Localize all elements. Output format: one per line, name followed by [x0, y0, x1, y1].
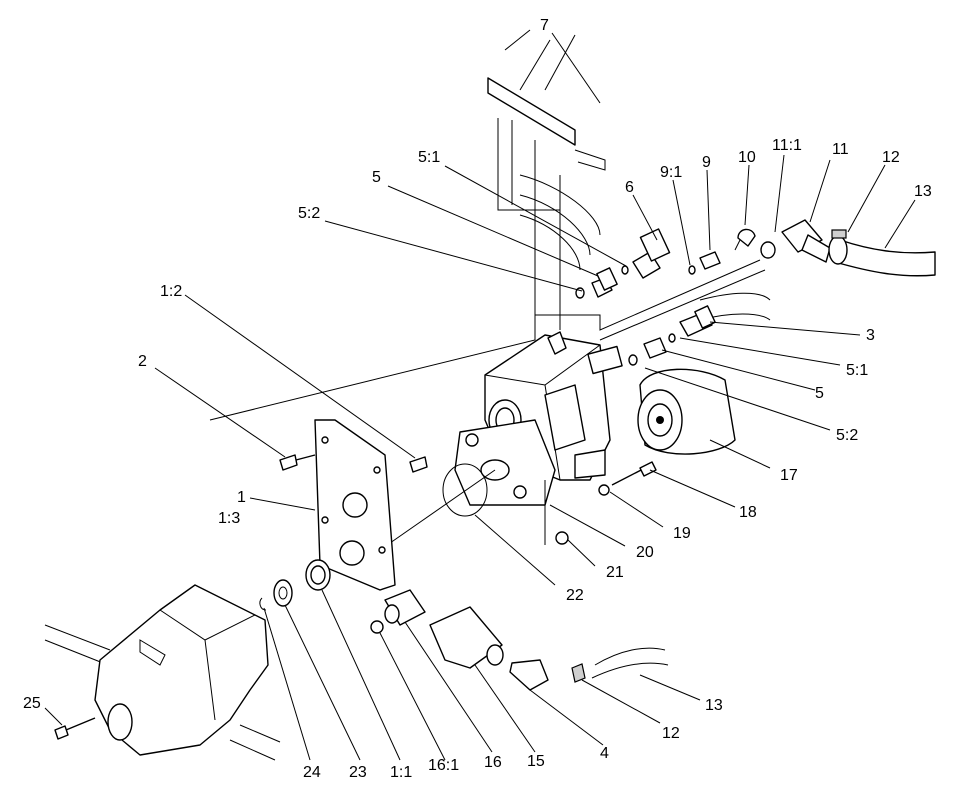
- fitting-5-adapter: [591, 267, 618, 298]
- bolt-18: [611, 461, 657, 486]
- callout-22: 22: [566, 587, 584, 604]
- fitting-5-right: [643, 337, 667, 359]
- callout-3: 3: [866, 327, 875, 344]
- cap-10: [734, 228, 756, 251]
- callout-13-upper: 13: [914, 183, 932, 200]
- callout-17: 17: [780, 467, 798, 484]
- callout-5-right: 5: [815, 385, 824, 402]
- callout-7: 7: [540, 17, 549, 34]
- callout-5-2-upper: 5:2: [298, 205, 320, 222]
- lower-hose: [591, 647, 669, 679]
- clamp-12-upper: [828, 229, 848, 265]
- filter-switch-15: [429, 606, 504, 669]
- callout-2: 2: [138, 353, 147, 370]
- nut-21: [555, 531, 569, 545]
- upper-hose: [834, 239, 936, 277]
- callout-5-2-right: 5:2: [836, 427, 858, 444]
- callout-21: 21: [606, 564, 624, 581]
- callout-13-lower: 13: [705, 697, 723, 714]
- callout-18: 18: [739, 504, 757, 521]
- callout-16: 16: [484, 754, 502, 771]
- callout-20: 20: [636, 544, 654, 561]
- fitting-3: [679, 305, 716, 337]
- callout-15: 15: [527, 753, 545, 770]
- callout-1-1: 1:1: [390, 764, 412, 781]
- clip-24: [259, 597, 267, 611]
- callout-5-1-right: 5:1: [846, 362, 868, 379]
- callout-12-lower: 12: [662, 725, 680, 742]
- callout-12-upper: 12: [882, 149, 900, 166]
- callout-1-3: 1:3: [218, 510, 240, 527]
- coupler-1-1: [305, 559, 331, 591]
- callout-1: 1: [237, 489, 246, 506]
- callout-24: 24: [303, 764, 321, 781]
- callout-25: 25: [23, 695, 41, 712]
- callout-6: 6: [625, 179, 634, 196]
- callout-23: 23: [349, 764, 367, 781]
- fitting-11-oring: [760, 241, 776, 259]
- transaxle: [44, 584, 281, 761]
- clamp-12-lower: [571, 663, 586, 683]
- callout-16-1: 16:1: [428, 757, 459, 774]
- callout-11-1: 11:1: [772, 137, 802, 154]
- callout-9-1: 9:1: [660, 164, 682, 181]
- gear-23: [273, 579, 293, 607]
- elbow-fitting-6: [632, 228, 671, 279]
- washer-19: [598, 484, 610, 496]
- fitting-5-2-right-oring: [628, 354, 638, 366]
- bolt-25: [54, 717, 96, 740]
- callout-19: 19: [673, 525, 691, 542]
- fitting-5-1-right-oring: [668, 333, 676, 343]
- elbow-fitting-16: [384, 589, 426, 626]
- callout-9: 9: [702, 154, 711, 171]
- fitting-5-1-oring: [621, 265, 629, 275]
- frame-bracket: [209, 29, 771, 421]
- oring-16-1: [370, 620, 384, 634]
- fitting-4: [509, 659, 549, 691]
- callout-4: 4: [600, 745, 609, 762]
- callout-5-1-upper: 5:1: [418, 149, 440, 166]
- stud-1-2: [409, 456, 428, 473]
- leader-lines: [44, 32, 916, 761]
- callout-1-2: 1:2: [160, 283, 182, 300]
- hydrostatic-pump: [379, 331, 623, 551]
- fitting-9: [688, 251, 721, 275]
- callout-10: 10: [738, 149, 756, 166]
- bolt-2: [279, 454, 316, 471]
- callout-11: 11: [832, 141, 849, 158]
- elbow-11: [781, 219, 831, 263]
- oring-22: [442, 463, 488, 517]
- callout-labels: 7 5:1 5 5:2 6 9:1 9 10 11:1 11 12 13 3 5…: [23, 17, 932, 781]
- callout-5-upper: 5: [372, 169, 381, 186]
